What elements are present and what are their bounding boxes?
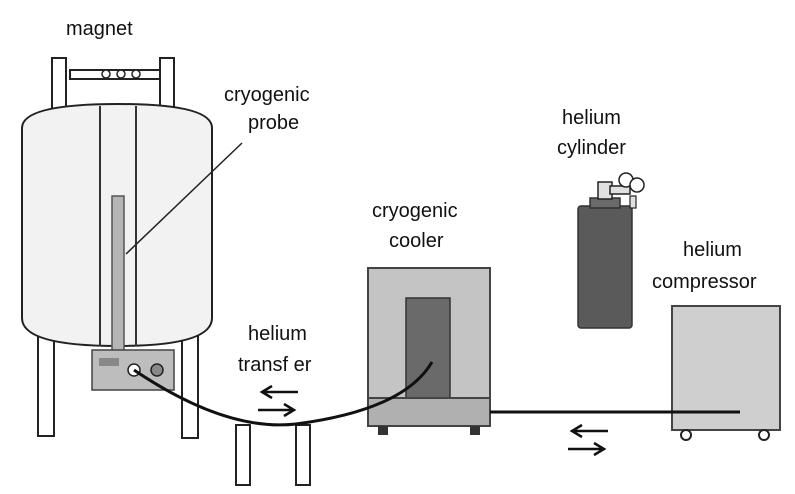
probe-pointer-line [125, 142, 243, 255]
cylinder-outlet [629, 195, 637, 209]
magnet-bolt [131, 69, 141, 79]
helium-compressor [671, 305, 781, 441]
cylinder-regulator [609, 185, 631, 195]
probe-panel [99, 358, 119, 366]
cooler-foot-left [378, 426, 388, 435]
stand-leg-right [295, 424, 311, 486]
compressor-wheel [758, 429, 770, 441]
cylinder-label-line1: helium [562, 107, 621, 129]
cooler-label-line1: cryogenic [372, 200, 458, 222]
helium-cylinder [577, 172, 645, 329]
transfer-stand [235, 424, 311, 486]
arrow-right-icon [568, 441, 607, 457]
cylinder-label-line2: cylinder [557, 137, 626, 159]
transfer-label-line1: helium [248, 323, 307, 345]
magnet-bolt [116, 69, 126, 79]
helium-transfer-line [133, 361, 434, 427]
arrow-left-icon [259, 384, 298, 400]
cryogenic-probe [91, 195, 175, 391]
cryogenic-cooler [367, 267, 491, 435]
magnet-bolt [101, 69, 111, 79]
cooler-foot-right [470, 426, 480, 435]
magnet-leg-right [181, 327, 199, 439]
probe-label-line2: probe [248, 112, 299, 134]
stand-leg-left [235, 424, 251, 486]
cooler-label-line2: cooler [389, 230, 444, 252]
probe-knob [150, 363, 164, 377]
magnet-post-left [51, 57, 67, 115]
transfer-label-line2: transf er [238, 354, 312, 376]
arrow-right-icon [258, 402, 297, 418]
probe-label-line1: cryogenic [224, 84, 310, 106]
transfer-flow-arrows [258, 384, 298, 418]
magnet-top-bar [69, 69, 163, 80]
compressor-label-line1: helium [683, 239, 742, 261]
gas-flow-arrows [568, 423, 608, 457]
arrow-left-icon [569, 423, 608, 439]
pressure-gauge-icon [629, 177, 645, 193]
probe-shaft [111, 195, 125, 353]
magnet-leg-left [37, 327, 55, 437]
magnet-label: magnet [66, 18, 133, 40]
cylinder-body [577, 205, 633, 329]
compressor-wheel [680, 429, 692, 441]
cooler-base [367, 397, 491, 427]
compressor-label-line2: compressor [652, 271, 757, 293]
compressor-body [671, 305, 781, 431]
